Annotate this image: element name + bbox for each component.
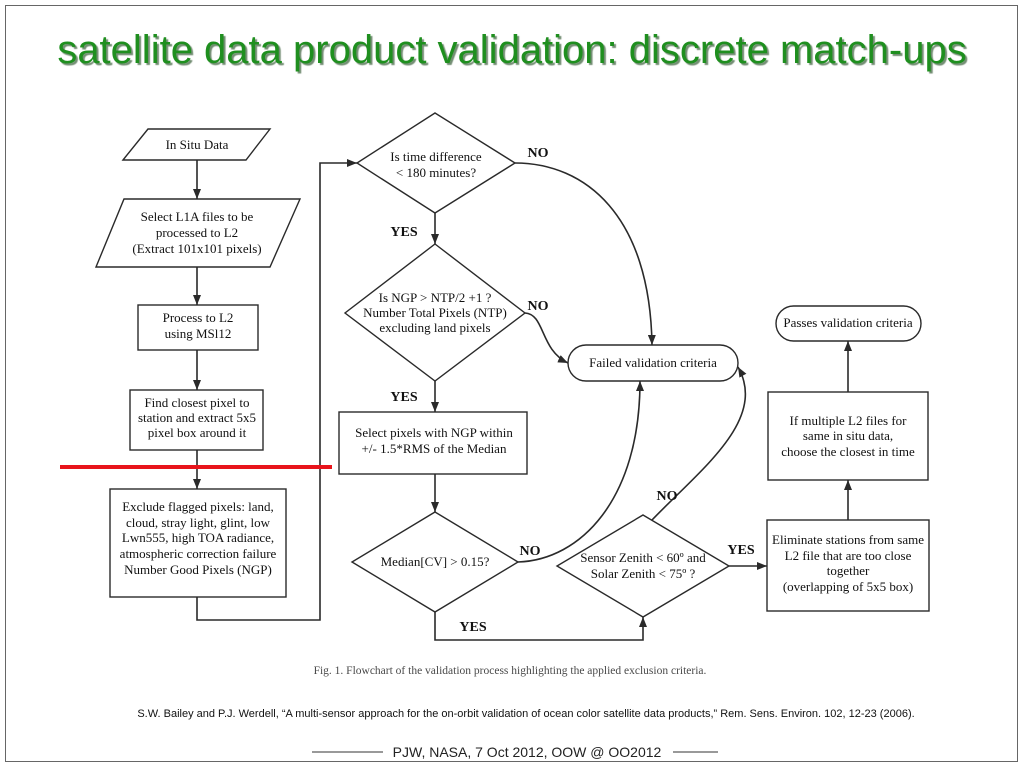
node-multiple-l2: If multiple L2 files for same in situ da… (767, 391, 929, 481)
node-ngp-check: Is NGP > NTP/2 +1 ? Number Total Pixels … (343, 243, 527, 382)
ngp-check-yes-label: YES (390, 390, 417, 405)
select-l1a-label-line: processed to L2 (156, 225, 238, 240)
ngp-check-no-label: NO (528, 299, 549, 314)
node-zenith-check: Sensor Zenith < 60º and Solar Zenith < 7… (555, 514, 731, 618)
node-in-situ-data: In Situ Data (121, 128, 272, 161)
select-l1a-label-line: (Extract 101x101 pixels) (132, 241, 261, 256)
zenith-check-yes-label: YES (727, 543, 754, 558)
find-closest-pixel-label-line: station and extract 5x5 (138, 410, 256, 425)
passes-shape (775, 305, 922, 342)
select-ngp-label-line: +/- 1.5*RMS of the Median (362, 441, 507, 456)
passes-label: Passes validation criteria (783, 315, 912, 330)
find-closest-pixel-label-line: pixel box around it (148, 425, 247, 440)
select-l1a-shape (94, 198, 302, 268)
time-difference-label-line: Is time difference (390, 149, 482, 164)
select-ngp-label-line: Select pixels with NGP within (355, 425, 513, 440)
median-cv-yes-label: YES (459, 620, 486, 635)
find-closest-pixel-label-line: Find closest pixel to (144, 395, 249, 410)
exclude-flagged-label-line: Exclude flagged pixels: land, (122, 499, 274, 514)
zenith-check-label-line: Solar Zenith < 75º ? (591, 566, 696, 581)
in-situ-data-label: In Situ Data (166, 137, 229, 152)
multiple-l2-label-line: same in situ data, (803, 428, 893, 443)
multiple-l2-label-line: choose the closest in time (781, 444, 915, 459)
node-select-l1a: Select L1A files to be processed to L2 (… (94, 198, 302, 268)
median-cv-no-label: NO (520, 544, 541, 559)
in-situ-data-shape (121, 128, 272, 161)
select-l1a-label-line: Select L1A files to be (141, 209, 254, 224)
select-ngp-shape (338, 411, 528, 475)
node-median-cv: Median[CV] > 0.15? (350, 511, 520, 613)
node-exclude-flagged: Exclude flagged pixels: land, cloud, str… (109, 488, 287, 598)
process-l2-label-line: Process to L2 (163, 310, 234, 325)
time-difference-no-label: NO (528, 146, 549, 161)
edge-zenith-check-no (651, 366, 747, 521)
node-time-difference: Is time difference < 180 minutes? (355, 112, 517, 214)
node-process-l2: Process to L2 using MSl12 (137, 304, 259, 351)
process-l2-label-line: using MSl12 (165, 326, 232, 341)
node-eliminate-stations: Eliminate stations from same L2 file tha… (766, 519, 930, 612)
exclude-flagged-shape (109, 488, 287, 598)
ngp-check-label-line: excluding land pixels (379, 320, 490, 335)
find-closest-pixel-shape (129, 389, 264, 451)
zenith-check-label-line: Sensor Zenith < 60º and (580, 550, 706, 565)
ngp-check-shape (343, 243, 527, 382)
exclude-flagged-label-line: atmospheric correction failure (120, 546, 277, 561)
edge-median-cv-no (517, 380, 644, 563)
time-difference-label-line: < 180 minutes? (396, 165, 476, 180)
failed-label: Failed validation criteria (589, 355, 717, 370)
ngp-check-label-line: Number Total Pixels (NTP) (363, 305, 507, 320)
slide-title: satellite data product validation: discr… (57, 28, 967, 72)
time-difference-yes-label: YES (390, 225, 417, 240)
median-cv-label: Median[CV] > 0.15? (381, 554, 490, 569)
node-select-ngp: Select pixels with NGP within +/- 1.5*RM… (338, 411, 528, 475)
edge-median-cv-yes (434, 612, 647, 641)
multiple-l2-label-line: If multiple L2 files for (790, 413, 908, 428)
node-passes: Passes validation criteria (775, 305, 922, 342)
edge-time-difference-no (514, 162, 656, 346)
multiple-l2-shape (767, 391, 929, 481)
node-failed: Failed validation criteria (567, 344, 739, 382)
eliminate-stations-label-line: Eliminate stations from same (772, 532, 924, 547)
node-find-closest-pixel: Find closest pixel to station and extrac… (129, 389, 264, 451)
edge-ngp-check-no (524, 312, 569, 364)
footer-text: PJW, NASA, 7 Oct 2012, OOW @ OO2012 (392, 744, 662, 760)
edge-exclude-flagged-to-time-difference (196, 159, 357, 621)
median-cv-shape (350, 511, 520, 613)
process-l2-shape (137, 304, 259, 351)
slide-frame (5, 5, 1018, 762)
eliminate-stations-label-line: together (827, 563, 870, 578)
time-difference-shape (355, 112, 517, 214)
eliminate-stations-label-line: L2 file that are too close (785, 548, 912, 563)
exclude-flagged-label-line: Number Good Pixels (NGP) (124, 562, 272, 577)
zenith-check-shape (555, 514, 731, 618)
zenith-check-no-label: NO (657, 489, 678, 504)
failed-shape (567, 344, 739, 382)
eliminate-stations-shape (766, 519, 930, 612)
exclude-flagged-label-line: Lwn555, high TOA radiance, (122, 530, 274, 545)
figure-caption: Fig. 1. Flowchart of the validation proc… (313, 665, 707, 677)
eliminate-stations-label-line: (overlapping of 5x5 box) (783, 579, 913, 594)
exclude-flagged-label-line: cloud, stray light, glint, low (126, 515, 271, 530)
ngp-check-label-line: Is NGP > NTP/2 +1 ? (379, 290, 492, 305)
citation: S.W. Bailey and P.J. Werdell, “A multi-s… (137, 708, 915, 720)
